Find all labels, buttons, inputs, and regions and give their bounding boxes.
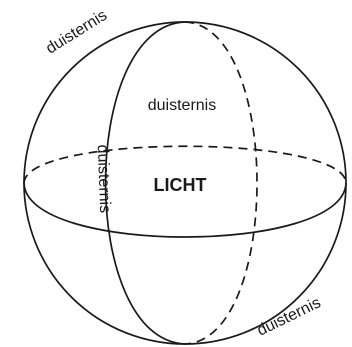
label-upper-center: duisternis [148,97,216,114]
label-vertical-meridian: duisternis [94,144,113,213]
equator-front-solid [23,182,347,238]
meridian-front-solid [104,21,186,345]
equator-back-dashed [23,145,347,184]
label-bottom-right-outer: duisternis [255,294,324,339]
label-top-left-outer: duisternis [43,7,110,58]
label-center-licht: LICHT [154,175,207,195]
